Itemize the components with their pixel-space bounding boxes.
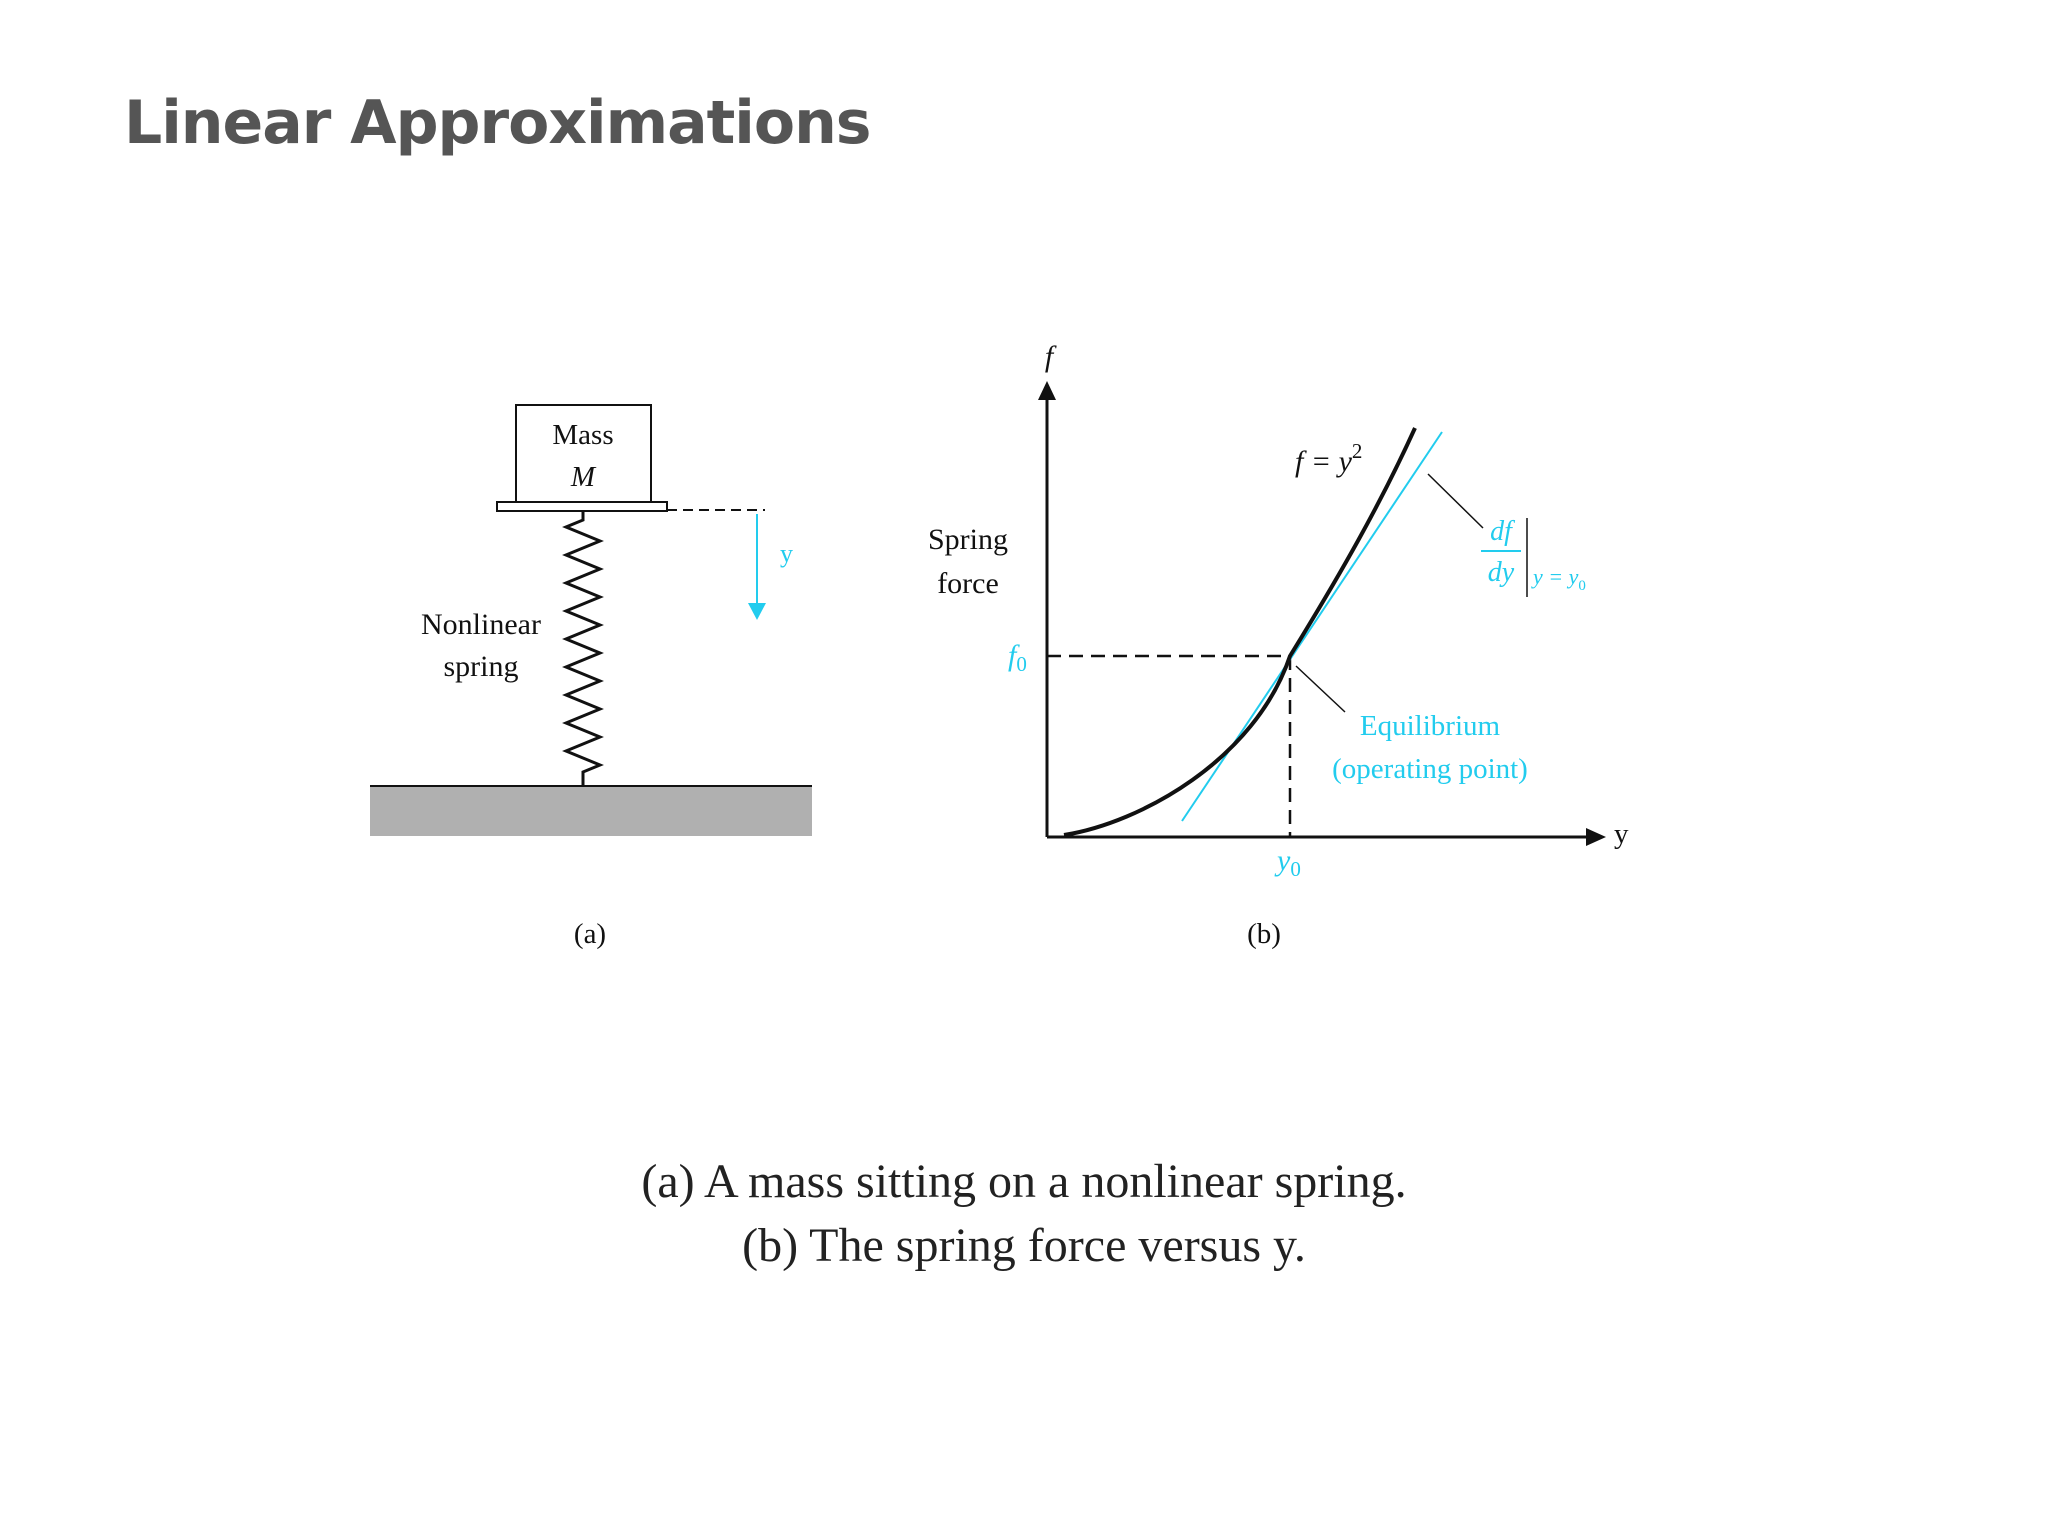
spring-force-label-line2: force xyxy=(937,567,999,600)
y-axis xyxy=(1047,828,1606,846)
panel-b: f y Spring force f = y2 df dy y = y0 f0 … xyxy=(928,340,1629,950)
mass-symbol: M xyxy=(570,461,597,493)
curve-equation-exponent: 2 xyxy=(1352,439,1363,463)
displacement-label: y xyxy=(780,539,793,568)
caption-line-2: (b) The spring force versus y. xyxy=(742,1219,1306,1272)
equilibrium-label-line1: Equilibrium xyxy=(1360,710,1501,742)
mass-label: Mass xyxy=(552,419,613,451)
f0-label: f0 xyxy=(1008,639,1027,676)
slope-evaluation: y = y0 xyxy=(1531,564,1586,594)
spring-label-line1: Nonlinear xyxy=(421,608,541,641)
spring-force-label-line1: Spring xyxy=(928,523,1008,556)
y-axis-label: y xyxy=(1614,818,1629,850)
spring-label-line2: spring xyxy=(444,650,519,683)
f-axis-label: f xyxy=(1045,340,1057,373)
slope-leader-line xyxy=(1427,473,1484,529)
mass-box xyxy=(515,404,652,503)
tangent-line xyxy=(1181,431,1443,822)
curve-equation-base: f = y xyxy=(1295,445,1353,478)
y0-label: y0 xyxy=(1274,844,1301,881)
slope-evaluation-subscript: 0 xyxy=(1578,578,1586,594)
panel-a: Mass M y Nonlinear spring (a) xyxy=(370,404,812,950)
curve-equation: f = y2 xyxy=(1295,439,1362,478)
figure-caption: (a) A mass sitting on a nonlinear spring… xyxy=(0,1150,2048,1278)
f-axis xyxy=(1038,381,1056,837)
caption-line-1: (a) A mass sitting on a nonlinear spring… xyxy=(641,1155,1407,1208)
slope-numerator: df xyxy=(1490,516,1515,547)
f-equals-y-squared-curve xyxy=(1063,427,1417,837)
displacement-arrow xyxy=(748,514,766,620)
slope-denominator: dy xyxy=(1488,557,1515,588)
page-title: Linear Approximations xyxy=(124,88,871,158)
panel-b-label: (b) xyxy=(1247,918,1281,950)
equilibrium-leader-line xyxy=(1295,665,1346,713)
equilibrium-label-line2: (operating point) xyxy=(1332,753,1528,785)
f0-label-subscript: 0 xyxy=(1016,652,1027,676)
slope-evaluation-text: y = y xyxy=(1531,564,1579,589)
y0-label-base: y xyxy=(1274,844,1291,877)
panel-a-label: (a) xyxy=(574,918,606,950)
mass-plate xyxy=(496,501,668,512)
y0-label-subscript: 0 xyxy=(1290,857,1301,881)
ground-block xyxy=(370,786,812,836)
nonlinear-spring xyxy=(562,511,604,786)
